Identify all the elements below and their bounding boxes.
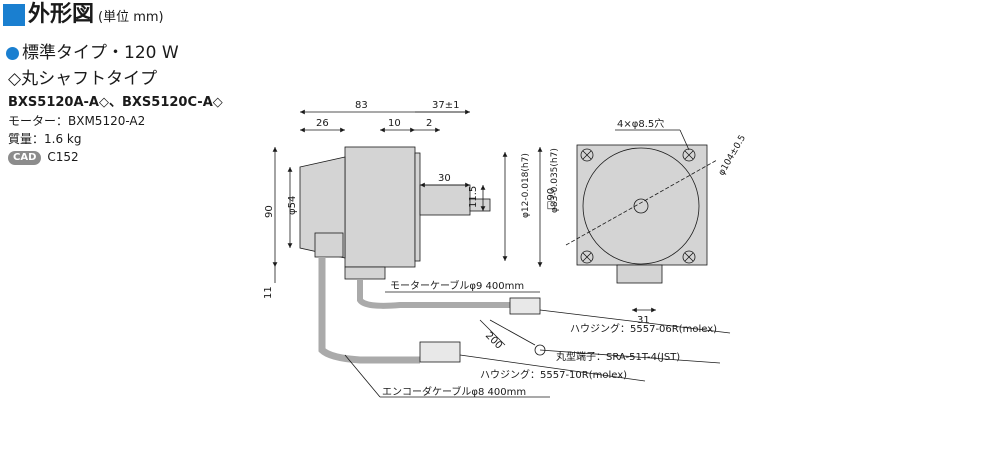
dim-phi54: φ54 (287, 196, 298, 215)
dim-10: 10 (388, 118, 401, 129)
dim-11-5: 11.5 (468, 186, 479, 208)
flange (414, 152, 421, 262)
dim-31: 31 (637, 315, 650, 326)
label-motor-cable: モーターケーブルφ9 400mm (390, 279, 524, 292)
label-ring-terminal: 丸型端子：SRA-51T-4(JST) (556, 350, 680, 363)
section-subheading: ◇丸シャフトタイプ (8, 69, 158, 89)
label-housing-6: ハウジング：5557-06R(molex) (570, 322, 717, 335)
dim-90: 90 (264, 205, 275, 218)
dim-37: 37±1 (432, 100, 459, 111)
dim-200: 200 (483, 330, 504, 351)
title-marker (3, 4, 25, 26)
dim-30: 30 (438, 173, 451, 184)
dim-sq90: □90 (546, 188, 557, 210)
encoder-connector-box (314, 232, 344, 258)
motor-body-side (344, 146, 416, 268)
label-encoder-cable: エンコーダケーブルφ8 400mm (382, 385, 526, 398)
dim-pilot: φ83-0.035(h7) (550, 148, 560, 213)
model-numbers: BXS5120A-A◇、BXS5120C-A◇ (8, 95, 223, 110)
section-heading: 標準タイプ・120 W (22, 43, 179, 63)
cable-exit (344, 266, 386, 280)
dim-26: 26 (316, 118, 329, 129)
label-housing-10: ハウジング：5557-10R(molex) (480, 368, 627, 381)
shaft-end (633, 198, 649, 214)
unit-label: (単位 mm) (98, 10, 164, 25)
dim-shaft: φ12-0.018(h7) (521, 153, 531, 218)
housing-10-connector (419, 341, 461, 363)
mount-hole (580, 250, 594, 264)
dim-11: 11 (263, 286, 274, 299)
dim-83: 83 (355, 100, 368, 111)
mount-hole (682, 250, 696, 264)
dim-2: 2 (426, 118, 432, 129)
mount-hole (580, 148, 594, 162)
mount-hole (682, 148, 696, 162)
housing-6-connector (509, 297, 541, 315)
front-cable-exit (616, 264, 663, 284)
cad-id[interactable]: C152 (47, 150, 79, 164)
motor-spec: モーター：BXM5120-A2 (8, 114, 146, 128)
page-title: 外形図(単位 mm) (28, 2, 164, 27)
bullet-icon (6, 47, 19, 60)
dim-pcd: φ104±0.5 (717, 134, 748, 178)
cad-spec: CAD C152 (8, 149, 79, 165)
cad-badge[interactable]: CAD (8, 151, 42, 165)
gear-boss (419, 184, 471, 216)
dim-holes: 4×φ8.5穴 (617, 117, 664, 130)
mass-spec: 質量：1.6 kg (8, 132, 82, 146)
